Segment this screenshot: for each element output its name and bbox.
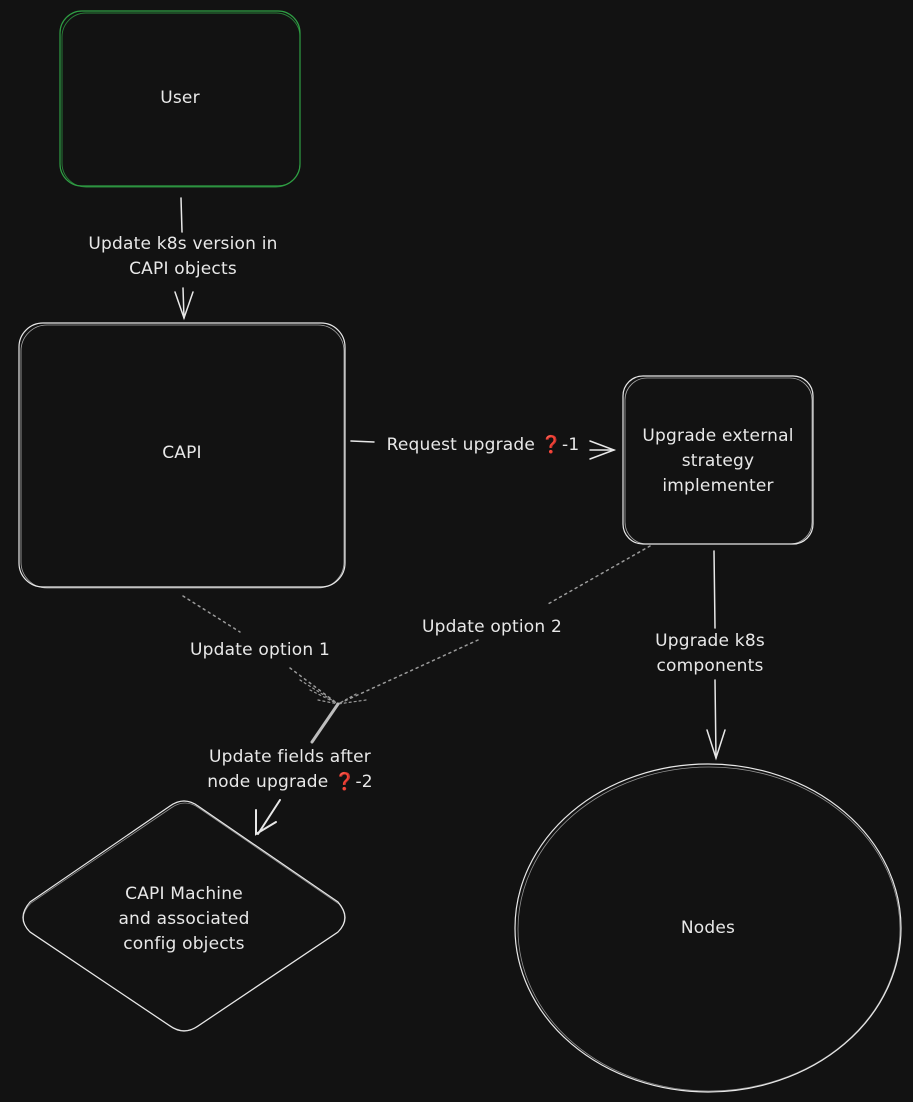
capi-node[interactable]: [18, 322, 346, 589]
external-implementer-node[interactable]: [622, 375, 814, 545]
question-mark-icon: ❓: [540, 435, 563, 455]
machine-label-line-3: config objects: [123, 934, 245, 954]
user-to-capi-arrow[interactable]: [174, 197, 194, 321]
update-option-2-label: Update option 2: [422, 617, 562, 637]
external-label-line-1: Upgrade external: [642, 426, 794, 446]
merge-point: [299, 679, 367, 705]
user-node[interactable]: [59, 10, 301, 188]
question-mark-icon: ❓: [334, 772, 356, 792]
upgrade-k8s-label-line-2: components: [656, 656, 764, 676]
update-fields-label-line-1: Update fields after: [209, 747, 371, 767]
update-fields-suffix: -2: [355, 772, 373, 792]
update-fields-label-text: node upgrade: [207, 772, 329, 792]
user-to-capi-label-line-1: Update k8s version in: [88, 234, 278, 254]
merge-to-machine-arrow[interactable]: [255, 702, 340, 836]
request-upgrade-label: Request upgrade ❓-1: [374, 433, 592, 458]
update-fields-label-line-2: node upgrade ❓-2: [180, 770, 400, 795]
upgrade-k8s-components-label: Upgrade k8s components: [630, 629, 790, 679]
external-label-line-2: strategy: [681, 451, 755, 471]
request-upgrade-suffix: -1: [562, 435, 580, 455]
update-option-1-dotted-line[interactable]: [182, 595, 339, 705]
nodes-node[interactable]: [514, 763, 902, 1093]
machine-label-line-1: CAPI Machine: [125, 884, 243, 904]
external-implementer-label: Upgrade external strategy implementer: [616, 424, 820, 499]
update-option-1-label: Update option 1: [190, 640, 330, 660]
capi-machine-node[interactable]: [22, 800, 346, 1032]
upgrade-k8s-label-line-1: Upgrade k8s: [655, 631, 765, 651]
user-to-capi-label-line-2: CAPI objects: [129, 259, 237, 279]
capi-machine-label: CAPI Machine and associated config objec…: [60, 882, 308, 957]
request-upgrade-text: Request upgrade: [386, 435, 536, 455]
user-node-label: User: [160, 88, 200, 108]
capi-to-external-arrow[interactable]: [350, 440, 617, 460]
external-label-line-3: implementer: [662, 476, 774, 496]
nodes-node-label: Nodes: [680, 918, 736, 938]
update-fields-label: Update fields after node upgrade ❓-2: [180, 745, 400, 795]
capi-node-label: CAPI: [162, 443, 202, 463]
user-to-capi-label: Update k8s version in CAPI objects: [64, 232, 302, 282]
external-to-nodes-arrow[interactable]: [706, 550, 726, 761]
machine-label-line-2: and associated: [118, 909, 250, 929]
update-option-2-dotted-line[interactable]: [337, 545, 651, 705]
